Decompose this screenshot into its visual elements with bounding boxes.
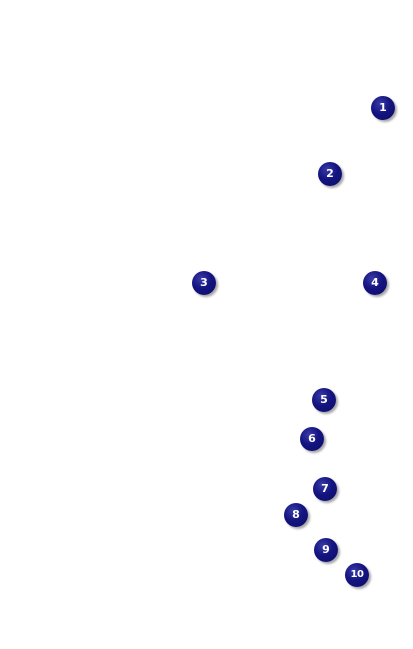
marker-3[interactable]: 3 <box>192 271 216 295</box>
marker-9[interactable]: 9 <box>314 538 338 562</box>
marker-5[interactable]: 5 <box>312 388 336 412</box>
marker-7[interactable]: 7 <box>313 477 337 501</box>
marker-1[interactable]: 1 <box>371 96 395 120</box>
marker-8[interactable]: 8 <box>284 503 308 527</box>
marker-4[interactable]: 4 <box>363 271 387 295</box>
marker-6[interactable]: 6 <box>300 427 324 451</box>
marker-2[interactable]: 2 <box>318 162 342 186</box>
marker-10[interactable]: 10 <box>345 563 369 587</box>
